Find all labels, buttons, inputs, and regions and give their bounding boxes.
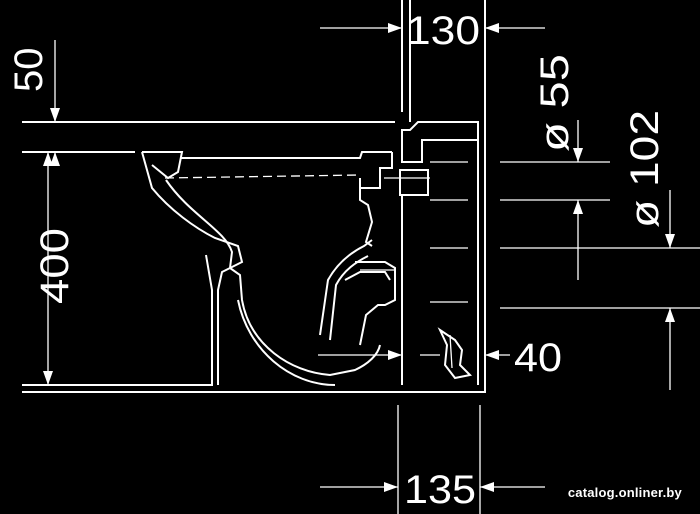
- dimension-135-label: 135: [404, 468, 476, 512]
- dimension-50-label: 50: [7, 48, 51, 93]
- back-wall-ticks: [360, 161, 468, 303]
- dimension-130: 130: [320, 9, 545, 53]
- toilet-body-outline: [141, 0, 486, 386]
- dimension-400-label: 400: [33, 228, 77, 304]
- floor-line: [22, 254, 486, 393]
- dimension-diameter-55: ø 55: [500, 54, 610, 280]
- dimension-40: 40: [318, 336, 562, 380]
- dimension-130-label: 130: [406, 9, 480, 53]
- dimension-40-label: 40: [514, 336, 562, 380]
- dimension-diameter-102-label: ø 102: [623, 110, 667, 228]
- dimension-400: 400: [33, 152, 77, 385]
- dimension-diameter-102: ø 102: [500, 110, 700, 390]
- dimension-135: 135: [320, 405, 545, 514]
- dimension-diameter-55-label: ø 55: [533, 54, 577, 152]
- rim-reference-lines: [22, 121, 395, 153]
- dimension-50: 50: [7, 40, 60, 166]
- source-credit: catalog.onliner.by: [567, 485, 682, 500]
- water-line: [164, 174, 361, 179]
- outlet-clip-detail: [437, 327, 473, 380]
